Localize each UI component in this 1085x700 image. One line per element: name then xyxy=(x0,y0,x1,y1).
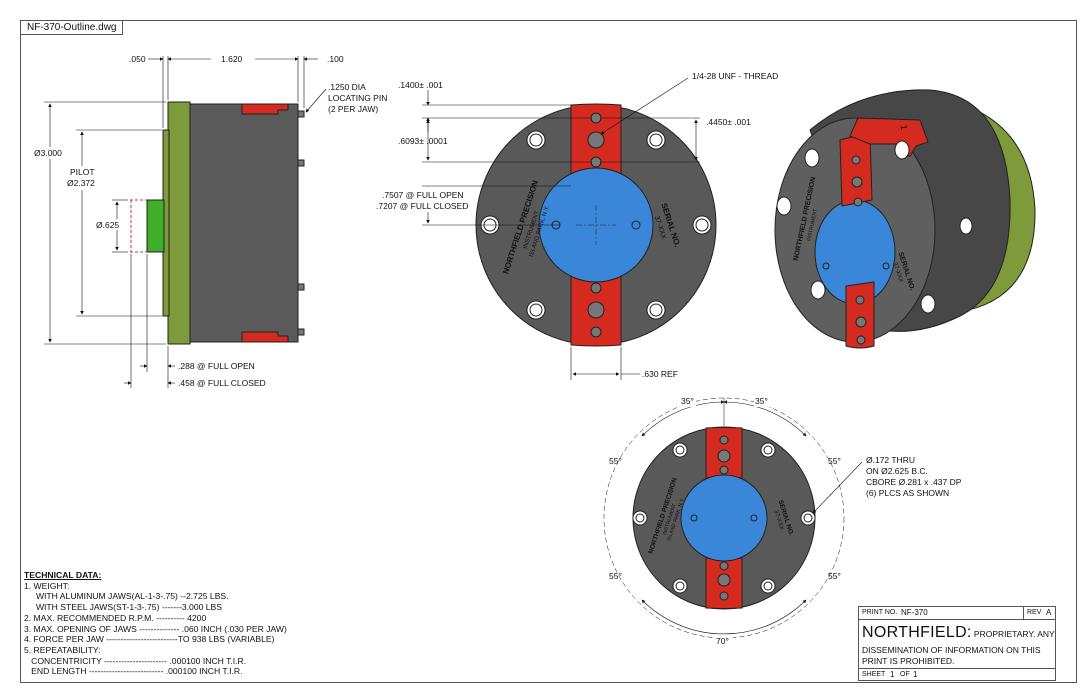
angle-35-right: 35° xyxy=(755,396,768,406)
side-jaw-top xyxy=(241,103,289,115)
dim-6093: .6093± .0001 xyxy=(398,136,448,146)
tech-line: 5. REPEATABILITY: xyxy=(24,644,101,655)
tech-line: WITH STEEL JAWS(ST-1-3-.75) -------3.000… xyxy=(24,602,223,613)
angle-55-ur: 55° xyxy=(828,456,841,466)
side-body xyxy=(189,103,299,343)
angle-55-lr: 55° xyxy=(828,571,841,581)
dim-1400: .1400± .001 xyxy=(398,80,443,90)
side-view: .050 1.620 .100 Ø3.000 PILOT Ø2.372 Ø.62… xyxy=(34,52,387,388)
sheet-cell: SHEET 1 OF 1 xyxy=(858,668,1056,681)
technical-heading: TECHNICAL DATA: xyxy=(24,570,102,580)
tech-line: 4. FORCE PER JAW -----------------------… xyxy=(24,634,275,645)
side-bore-stub xyxy=(146,199,165,253)
iso-view: 1 NORTHFIELD PRECISION INSTRUMENT SERIAL… xyxy=(774,89,1036,349)
bolt-note-1: Ø.172 THRU xyxy=(866,455,915,465)
bolt-note-2: ON Ø2.625 B.C. xyxy=(866,466,928,476)
proprietary-cell: NORTHFIELD: PROPRIETARY. ANY DISSEMINATI… xyxy=(858,619,1056,669)
side-jaw-bottom xyxy=(241,331,289,343)
angle-55-ul: 55° xyxy=(609,456,622,466)
dim-100: .100 xyxy=(327,54,344,64)
bolt-pattern-view: NORTHFIELD PRECISION INSTRUMENT ISLAND P… xyxy=(603,396,962,646)
iso-jaw-mark: 1 xyxy=(899,124,910,131)
closed-458: .458 @ FULL CLOSED xyxy=(178,378,266,388)
thread-note: 1/4-28 UNF - THREAD xyxy=(692,71,778,81)
drawing-frame xyxy=(20,20,1077,683)
angle-55-ll: 55° xyxy=(609,571,622,581)
tech-line: CONCENTRICITY ---------------------- .00… xyxy=(24,655,247,666)
bolt-note-3: CBORE Ø.281 x .437 DP xyxy=(866,477,962,487)
company-name: NORTHFIELD: xyxy=(862,624,972,641)
technical-data: TECHNICAL DATA:1. WEIGHT: WITH ALUMINUM … xyxy=(24,570,287,677)
sheet-total: 1 xyxy=(913,670,918,679)
angle-70: 70° xyxy=(716,636,729,646)
dim-4450: .4450± .001 xyxy=(706,117,751,127)
dim-050: .050 xyxy=(129,54,146,64)
tech-line: 3. MAX. OPENING OF JAWS -------------- .… xyxy=(24,623,287,634)
pilot-label: PILOT xyxy=(70,167,95,177)
open-7507: .7507 @ FULL OPEN xyxy=(382,190,464,200)
print-no-cell: PRINT NO. NF-370 xyxy=(858,606,1024,620)
print-no: NF-370 xyxy=(901,608,928,617)
side-flange xyxy=(167,101,191,345)
iso-jaw-bottom xyxy=(845,281,875,349)
open-288: .288 @ FULL OPEN xyxy=(178,361,255,371)
ref-630: .630 REF xyxy=(642,369,678,379)
closed-7207: .7207 @ FULL CLOSED xyxy=(376,201,468,211)
tech-line: WITH ALUMINUM JAWS(AL-1-3-.75) --2.725 L… xyxy=(24,591,229,602)
dim-1620: 1.620 xyxy=(221,54,243,64)
dim-diameter-3000: Ø3.000 xyxy=(34,148,62,158)
pilot-dim: Ø2.372 xyxy=(67,178,95,188)
tech-line: 2. MAX. RECOMMENDED R.P.M. ---------- 42… xyxy=(24,612,207,623)
pin-note-1: .1250 DIA xyxy=(328,82,366,92)
tech-line: END LENGTH -------------------------- .0… xyxy=(24,666,243,677)
angle-35-left: 35° xyxy=(681,396,694,406)
rev-value: A xyxy=(1046,608,1052,617)
sheet-number: 1 xyxy=(890,670,895,679)
bolt-note-4: (6) PLCS AS SHOWN xyxy=(866,488,949,498)
pin-note-2: LOCATING PIN xyxy=(328,93,387,103)
title-block: PRINT NO. NF-370 REV A NORTHFIELD: PROPR… xyxy=(858,606,1056,681)
front-view: NORTHFIELD PRECISION INSTRUMENT ISLAND P… xyxy=(376,71,778,380)
file-name-tab: NF-370-Outline.dwg xyxy=(21,21,124,35)
rev-cell: REV A xyxy=(1023,606,1056,620)
pin-note-3: (2 PER JAW) xyxy=(328,104,378,114)
tech-line: 1. WEIGHT: xyxy=(24,580,70,591)
dim-625: Ø.625 xyxy=(96,220,119,230)
